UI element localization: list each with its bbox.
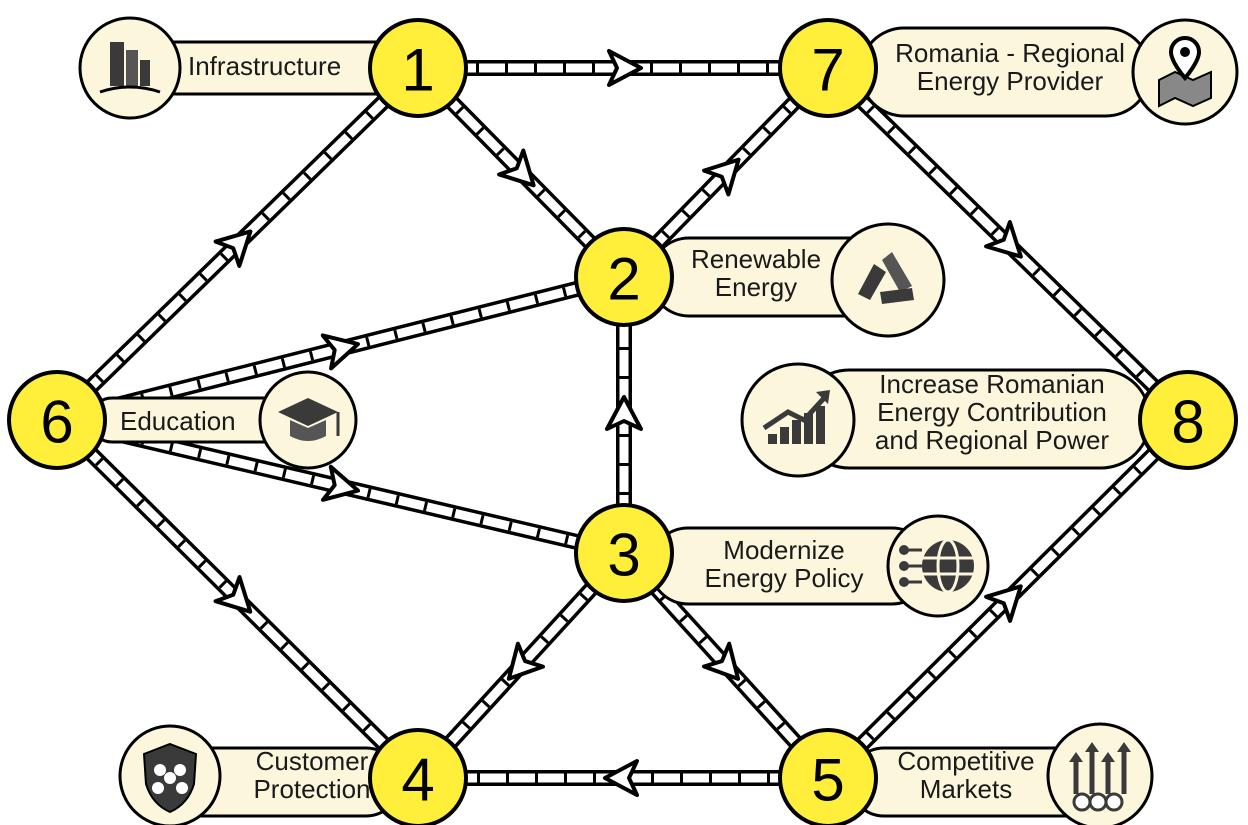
node-2-label-line-2: Energy bbox=[715, 272, 797, 302]
node-2-circle bbox=[574, 227, 674, 327]
node-5-label-line-1: Competitive bbox=[897, 746, 1034, 776]
node-6: 6 bbox=[7, 370, 107, 470]
node-8-label-line-1: Increase Romanian bbox=[879, 369, 1104, 399]
node-1-circle bbox=[368, 18, 468, 118]
node-2-number: 2 bbox=[607, 246, 640, 313]
globe-network-icon bbox=[899, 538, 974, 594]
node-7-number: 7 bbox=[811, 37, 844, 104]
arrowhead-6-to-1 bbox=[213, 229, 253, 268]
recycle-icon bbox=[858, 252, 914, 304]
node-8-label-line-3: and Regional Power bbox=[875, 425, 1109, 455]
arrowhead-1-to-7 bbox=[607, 49, 643, 87]
arrowhead-3-to-2 bbox=[605, 395, 643, 431]
edge-7-to-8 bbox=[820, 60, 1196, 428]
graduation-cap-icon bbox=[278, 398, 340, 441]
arrowhead-2-to-7 bbox=[702, 157, 741, 197]
shield-people-icon bbox=[142, 742, 198, 814]
node-8: 8 bbox=[1138, 370, 1238, 470]
edge-6-to-2 bbox=[49, 269, 632, 428]
node-8-circle bbox=[1138, 370, 1238, 470]
node-5-number: 5 bbox=[811, 747, 844, 814]
node-6-circle bbox=[7, 370, 107, 470]
node-1-label-line-1: Infrastructure bbox=[188, 51, 341, 81]
node-layer: 1 2 3 4 5 6 7 8 bbox=[7, 18, 1238, 825]
label-layer: InfrastructureRenewableEnergyModernizeEn… bbox=[78, 16, 1239, 825]
node-2: 2 bbox=[574, 227, 674, 327]
node-4: 4 bbox=[368, 728, 468, 825]
arrowhead-6-to-3 bbox=[320, 464, 361, 502]
arrowhead-3-to-4 bbox=[506, 641, 545, 681]
arrowhead-1-to-2 bbox=[497, 148, 536, 188]
node-4-circle bbox=[368, 728, 468, 825]
node-6-number: 6 bbox=[40, 389, 73, 456]
edge-6-to-4 bbox=[49, 412, 426, 786]
node-3-circle bbox=[574, 503, 674, 603]
node-5: 5 bbox=[778, 728, 878, 825]
node-4-label-line-2: Protection bbox=[253, 774, 370, 804]
node-4-number: 4 bbox=[401, 747, 434, 814]
node-3-number: 3 bbox=[607, 522, 640, 589]
arrowhead-6-to-2 bbox=[320, 333, 360, 371]
edge-5-to-8 bbox=[820, 412, 1196, 786]
node-2-label-line-1: Renewable bbox=[691, 244, 821, 274]
node-4-label-line-1: Customer bbox=[256, 746, 369, 776]
node-7-label-line-1: Romania - Regional bbox=[895, 38, 1125, 68]
arrowhead-5-to-8 bbox=[984, 584, 1023, 623]
arrowhead-6-to-4 bbox=[213, 575, 253, 614]
node-3-label-line-2: Energy Policy bbox=[705, 563, 864, 593]
node-7-circle bbox=[778, 18, 878, 118]
buildings-icon bbox=[99, 42, 161, 94]
arrowhead-3-to-5 bbox=[702, 641, 741, 681]
arrowhead-7-to-8 bbox=[984, 220, 1023, 259]
edge-6-to-1 bbox=[49, 60, 426, 428]
edge-3-to-4 bbox=[410, 545, 632, 786]
node-7-label-line-2: Energy Provider bbox=[917, 66, 1104, 96]
node-1-label: Infrastructure bbox=[78, 16, 412, 120]
rising-coins-icon bbox=[1069, 742, 1131, 812]
node-8-label-line-2: Energy Contribution bbox=[877, 397, 1107, 427]
map-pin-icon bbox=[1158, 35, 1212, 108]
node-2-icon-badge bbox=[830, 222, 946, 338]
node-5-circle bbox=[778, 728, 878, 825]
node-7: 7 bbox=[778, 18, 878, 118]
node-1: 1 bbox=[368, 18, 468, 118]
node-3-label-line-1: Modernize bbox=[723, 535, 844, 565]
edge-1-to-7 bbox=[410, 49, 836, 87]
node-1-number: 1 bbox=[401, 37, 434, 104]
node-6-label-line-1: Education bbox=[120, 406, 236, 436]
node-8-number: 8 bbox=[1171, 389, 1204, 456]
growth-chart-icon bbox=[762, 390, 830, 444]
arrowhead-5-to-4 bbox=[603, 759, 639, 797]
node-3: 3 bbox=[574, 503, 674, 603]
edge-5-to-4 bbox=[410, 759, 836, 797]
node-6-label: Education bbox=[88, 370, 358, 470]
node-5-label-line-2: Markets bbox=[920, 774, 1012, 804]
